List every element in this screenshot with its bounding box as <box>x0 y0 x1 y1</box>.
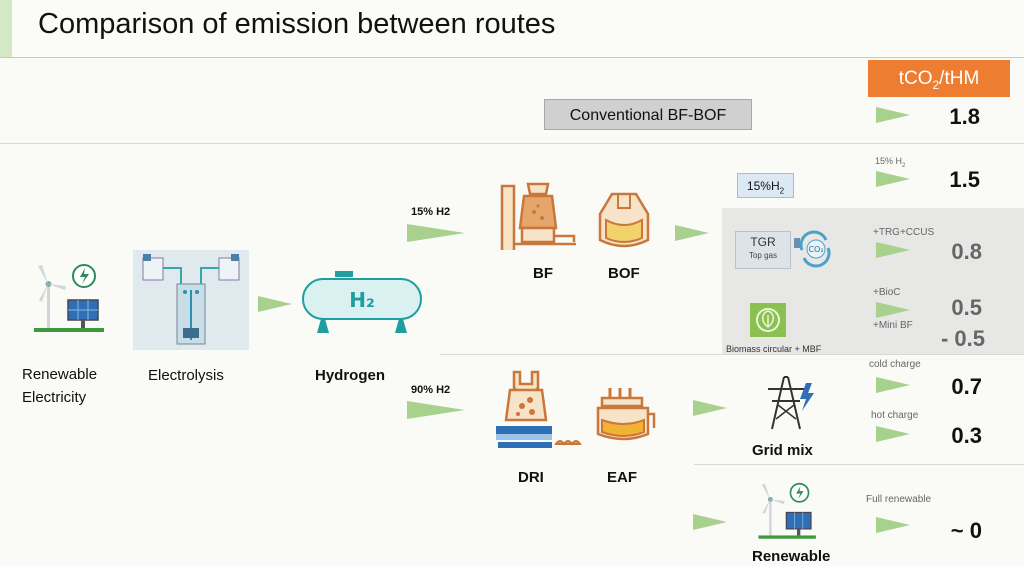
title-accent <box>0 0 12 57</box>
eaf-label: EAF <box>607 469 637 486</box>
route-upper-label: 15% H2 <box>411 206 451 218</box>
arrow-icon <box>693 400 727 416</box>
arrow-icon <box>407 401 465 419</box>
svg-text:H₂: H₂ <box>349 288 375 312</box>
unit-sub: 2 <box>932 77 940 92</box>
unit-suffix: /tHM <box>939 68 980 89</box>
dri-plant-icon <box>496 370 582 448</box>
arrow-icon <box>876 377 910 393</box>
unit-main: tCO <box>898 68 933 89</box>
power-tower-icon <box>768 376 814 430</box>
value-trg-ccus: 0.8 <box>951 239 982 264</box>
dri-label: DRI <box>518 469 544 486</box>
biomass-icon <box>750 303 786 337</box>
value-cold-charge: 0.7 <box>951 374 982 399</box>
tgr-box: TGR Top gas <box>735 231 791 269</box>
co2-recycle-icon: CO₂ <box>794 230 831 268</box>
value-bioc: 0.5 <box>951 295 982 320</box>
hydrogen-label: Hydrogen <box>315 367 386 384</box>
tgr-subtitle: Top gas <box>748 251 778 260</box>
note-trg-ccus: +TRG+CCUS <box>873 227 935 238</box>
value-hot-charge: 0.3 <box>951 423 982 448</box>
arrow-icon <box>258 296 292 312</box>
unit-header: tCO2/tHM <box>868 60 1010 97</box>
converter-icon <box>598 192 650 248</box>
svg-text:CO₂: CO₂ <box>808 245 823 254</box>
arrow-icon <box>675 225 709 241</box>
arrow-icon <box>876 517 910 533</box>
separator-line <box>0 143 1024 144</box>
route-lower-label: 90% H2 <box>411 384 451 396</box>
h2-15-box: 15%H2 <box>737 173 794 198</box>
arrow-icon <box>407 224 465 242</box>
note-h2-sub: 2 <box>902 162 906 169</box>
title-bar <box>0 0 1024 58</box>
biomass-label: Biomass circular + MBF <box>726 344 822 354</box>
note-full-renewable: Full renewable <box>866 494 932 505</box>
electrolysis-label: Electrolysis <box>148 367 224 384</box>
grid-mix-label: Grid mix <box>752 442 813 459</box>
page-title: Comparison of emission between routes <box>38 8 556 40</box>
wind-solar-icon <box>758 482 816 539</box>
note-cold-charge: cold charge <box>869 359 921 370</box>
arrow-icon <box>876 242 910 258</box>
blast-furnace-icon <box>500 182 576 250</box>
value-conventional: 1.8 <box>949 104 980 129</box>
note-h2-15: 15% H2 <box>875 156 905 169</box>
arrow-icon <box>876 107 910 123</box>
note-hot-charge: hot charge <box>871 410 919 421</box>
h2-box-text: 15%H <box>746 179 780 193</box>
value-h2-15: 1.5 <box>949 167 980 192</box>
note-mini-bf: +Mini BF <box>873 320 913 331</box>
arrow-icon <box>876 426 910 442</box>
arrow-icon <box>876 171 910 187</box>
note-h2-text: 15% H <box>875 156 903 166</box>
note-bioc: +BioC <box>873 287 901 298</box>
value-mini-bf: - 0.5 <box>940 326 985 351</box>
electric-arc-furnace-icon <box>596 388 656 441</box>
electrolyzer-icon <box>133 250 249 350</box>
h2-box-sub: 2 <box>779 186 785 196</box>
separator-line <box>694 464 1024 465</box>
conventional-box: Conventional BF-BOF <box>544 99 752 130</box>
bof-label: BOF <box>608 265 640 282</box>
wind-solar-icon <box>34 264 104 332</box>
tgr-title: TGR <box>750 235 776 249</box>
arrow-icon <box>876 302 910 318</box>
arrow-icon <box>693 514 727 530</box>
value-full-renewable: ~ 0 <box>950 518 982 543</box>
separator-line <box>440 354 1024 355</box>
renewable-label: Renewable <box>752 548 831 565</box>
hydrogen-tank-icon: H₂ <box>302 271 422 333</box>
bf-label: BF <box>533 265 553 282</box>
renewable-electricity-label: Renewable Electricity <box>22 366 98 406</box>
